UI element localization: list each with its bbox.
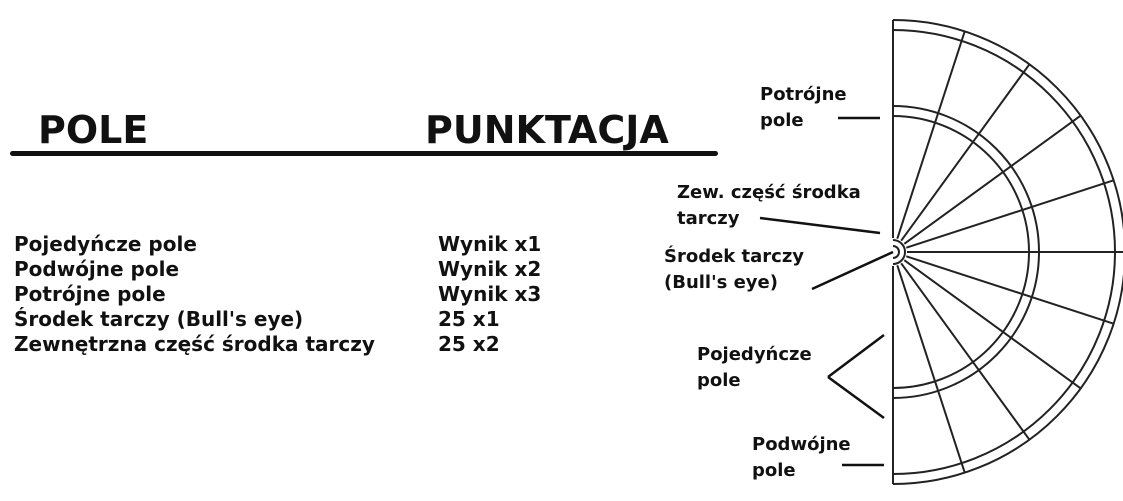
segment-divider (900, 262, 1031, 441)
row-field-name: Podwójne pole (14, 257, 180, 281)
label-outer-bull-line2: tarczy (677, 208, 740, 229)
row-field-name: Zewnętrzna część środka tarczy (14, 332, 375, 356)
pointer-single-a (827, 334, 885, 378)
table-row: Środek tarczy (Bull's eye) 25 x1 (14, 307, 594, 332)
label-double-line2: pole (752, 460, 796, 481)
row-score: Wynik x1 (438, 232, 542, 256)
segment-divider (896, 31, 966, 240)
row-field-name: Pojedyńcze pole (14, 232, 197, 256)
label-double-ring: Podwójne pole (752, 432, 851, 484)
segment-divider (903, 259, 1082, 390)
label-bullseye: Środek tarczy (Bull's eye) (664, 244, 804, 296)
header-score: PUNKTACJA (425, 108, 669, 152)
bull-eye (892, 245, 900, 259)
double-ring-outer (892, 19, 1123, 485)
table-row: Potrójne pole Wynik x3 (14, 282, 594, 307)
table-row: Podwójne pole Wynik x2 (14, 257, 594, 282)
segment-divider (900, 63, 1031, 242)
row-score: 25 x1 (438, 307, 500, 331)
bull-outer-ring (892, 239, 906, 265)
row-field-name: Potrójne pole (14, 282, 166, 306)
row-score: Wynik x2 (438, 257, 542, 281)
row-field-name: Środek tarczy (Bull's eye) (14, 307, 304, 331)
table-row: Zewnętrzna część środka tarczy 25 x2 (14, 332, 594, 357)
pointer-single-b (827, 375, 885, 420)
table-row: Pojedyńcze pole Wynik x1 (14, 232, 594, 257)
label-bullseye-line1: Środek tarczy (664, 246, 805, 267)
segment-divider (905, 179, 1114, 249)
label-outer-bull: Zew. część środka tarczy (677, 180, 861, 232)
row-score: 25 x2 (438, 332, 500, 356)
row-score: Wynik x3 (438, 282, 542, 306)
dartboard-spokes (892, 20, 1123, 484)
label-single-field: Pojedyńcze pole (697, 342, 812, 394)
segment-divider (903, 114, 1082, 245)
label-triple-ring: Potrójne pole (760, 82, 847, 134)
dartboard-bull (892, 239, 906, 265)
label-triple-line2: pole (760, 110, 804, 131)
score-rows: Pojedyńcze pole Wynik x1 Podwójne pole W… (14, 232, 594, 357)
label-double-line1: Podwójne (752, 434, 851, 455)
segment-divider (896, 264, 966, 473)
pointer-outer-bull (759, 216, 881, 235)
segment-divider (905, 255, 1114, 325)
label-bullseye-line2: (Bull's eye) (664, 272, 778, 293)
header-field: POLE (38, 108, 149, 152)
header-divider (10, 151, 718, 156)
pointer-lines (759, 116, 894, 467)
label-single-line2: pole (697, 370, 741, 391)
label-triple-line1: Potrójne (760, 84, 847, 105)
label-outer-bull-line1: Zew. część środka (677, 182, 861, 203)
pointer-bull (811, 250, 894, 291)
label-single-line1: Pojedyńcze (697, 344, 812, 365)
